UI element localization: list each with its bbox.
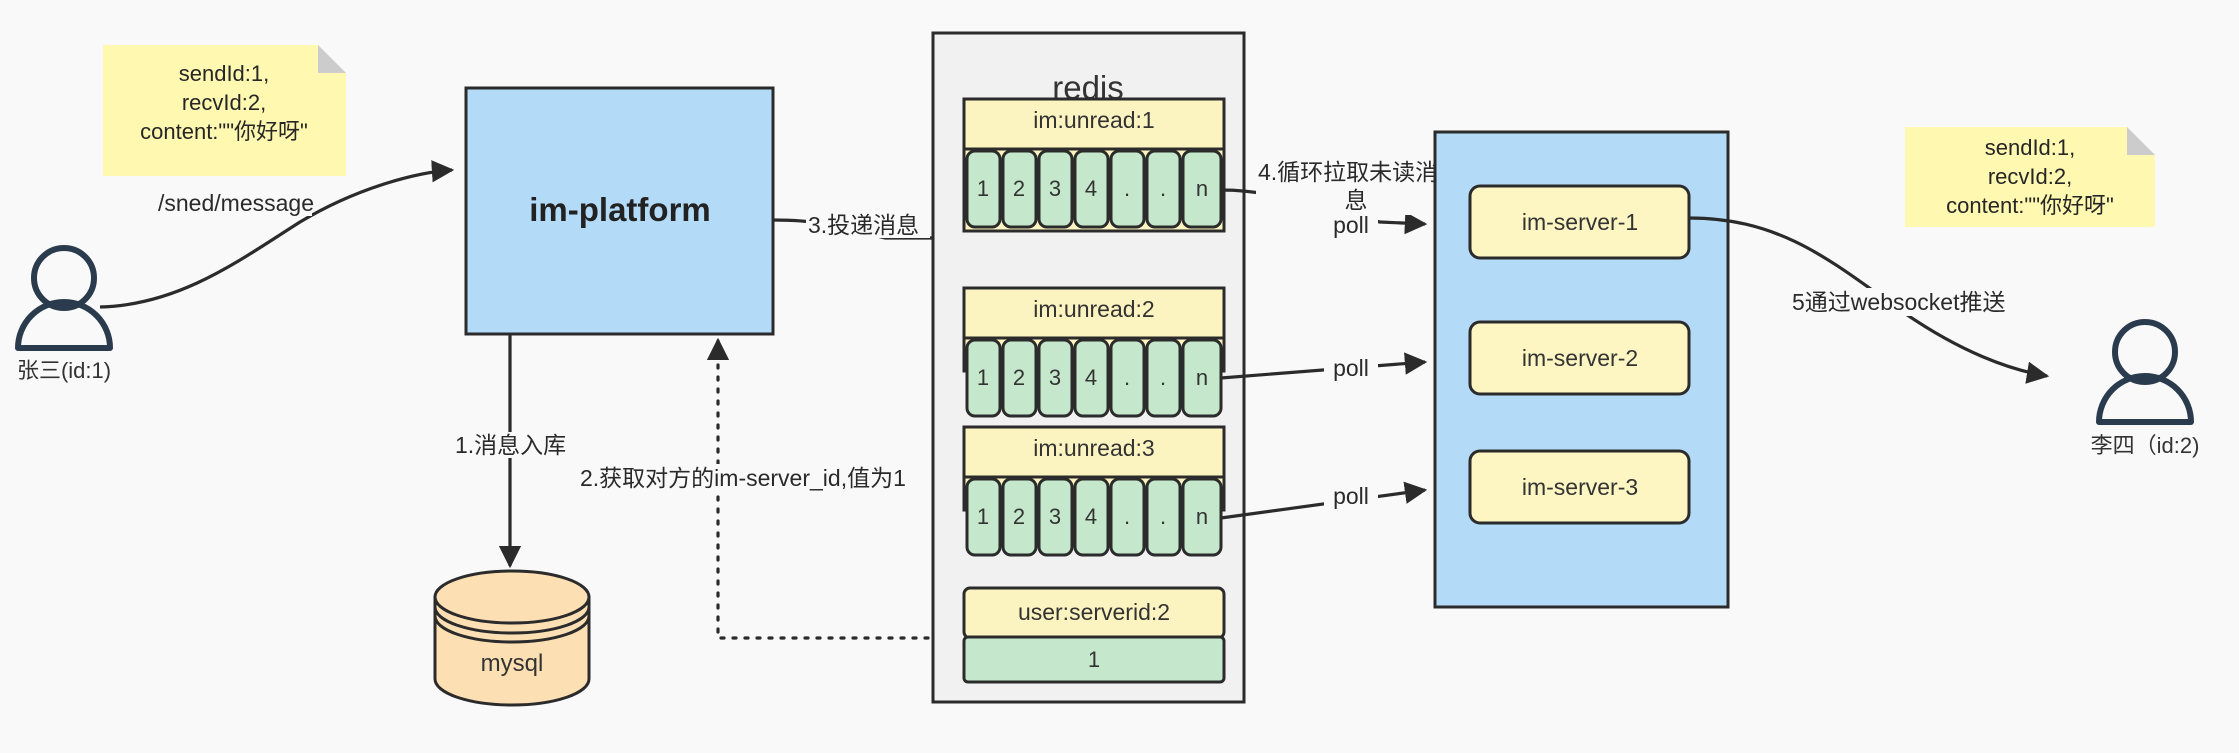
list-cell: 3 bbox=[1049, 176, 1061, 201]
receiver-person-icon bbox=[2096, 319, 2194, 425]
edge-label-bg bbox=[806, 212, 930, 238]
edge-label-poll-1: poll bbox=[1333, 212, 1369, 238]
mysql-database-node[interactable]: mysql bbox=[433, 569, 591, 707]
note-line-1: sendId:1, bbox=[1985, 135, 2076, 160]
list-cell: 1 bbox=[977, 176, 989, 201]
redis-container: redis im:unread:1 im:unread:1 1 2 3 4 . … bbox=[931, 31, 1246, 704]
edge-label-bg bbox=[1256, 159, 1456, 215]
list-cell: n bbox=[1196, 365, 1208, 390]
edge-label-step5: 5通过websocket推送 bbox=[1792, 289, 2005, 315]
redis-list-cells: 1 2 3 4 . . n bbox=[965, 477, 1223, 557]
note-line-3: content:""你好呀" bbox=[140, 119, 308, 144]
list-cell: n bbox=[1196, 176, 1208, 201]
im-server-label: im-server-2 bbox=[1522, 345, 1638, 371]
list-cell: 3 bbox=[1049, 365, 1061, 390]
edge-label-poll-2: poll bbox=[1333, 355, 1369, 381]
list-cell: 2 bbox=[1013, 176, 1025, 201]
list-cell: . bbox=[1160, 176, 1166, 201]
redis-key-label-top: im:unread:1 bbox=[1033, 107, 1154, 133]
list-cell: n bbox=[1196, 504, 1208, 529]
edge-label-bg bbox=[1324, 483, 1378, 509]
list-cell: . bbox=[1124, 176, 1130, 201]
list-cell: 2 bbox=[1013, 365, 1025, 390]
list-cell: . bbox=[1160, 365, 1166, 390]
edge-label-step1: 1.消息入库 bbox=[455, 432, 566, 458]
im-server-1-node[interactable]: im-server-1 bbox=[1468, 184, 1691, 260]
list-cell: . bbox=[1124, 365, 1130, 390]
note-line-1: sendId:1, bbox=[179, 61, 270, 86]
im-platform-node[interactable]: im-platform bbox=[464, 86, 775, 336]
note-line-2: recvId:2, bbox=[1988, 164, 2072, 189]
edge-label-bg bbox=[160, 190, 312, 216]
sender-label: 张三(id:1) bbox=[17, 358, 111, 383]
edge-label-bg bbox=[452, 432, 574, 458]
left-payload-note: sendId:1, recvId:2, content:""你好呀" bbox=[103, 45, 346, 176]
im-server-3-node[interactable]: im-server-3 bbox=[1468, 449, 1691, 525]
edge-label-step4-line2: 息 bbox=[1345, 187, 1368, 213]
note-line-3: content:""你好呀" bbox=[1946, 193, 2114, 218]
edge-poll-2 bbox=[1220, 352, 1428, 380]
edge-label-step3: 3.投递消息 bbox=[808, 212, 919, 238]
redis-kv-key: user:serverid:2 bbox=[1018, 599, 1170, 625]
redis-list-im-unread-3[interactable]: im:unread:3 1 2 3 4 . . n bbox=[962, 425, 1226, 557]
redis-list-cells: 1 2 3 4 . . n bbox=[965, 149, 1223, 229]
edge-label-bg bbox=[1324, 355, 1378, 381]
list-cell: . bbox=[1124, 504, 1130, 529]
edge-label-step4-line1: 4.循环拉取未读消 bbox=[1258, 159, 1438, 185]
edge-label-step2: 2.获取对方的im-server_id,值为1 bbox=[580, 465, 906, 491]
receiver-label: 李四（id:2) bbox=[2091, 433, 2200, 458]
redis-list-cells: 1 2 3 4 . . n bbox=[965, 338, 1223, 418]
redis-kv-user-serverid[interactable]: user:serverid:2 1 bbox=[962, 586, 1226, 684]
redis-key-label: im:unread:3 bbox=[1033, 435, 1154, 461]
list-cell: . bbox=[1160, 504, 1166, 529]
im-server-cluster: im-server-1 im-server-2 im-server-3 bbox=[1433, 130, 1730, 609]
edge-label-poll-3: poll bbox=[1333, 483, 1369, 509]
edge-send-message bbox=[99, 160, 455, 309]
edge-poll-3 bbox=[1220, 481, 1428, 520]
list-cell: 1 bbox=[977, 365, 989, 390]
redis-key-label: im:unread:2 bbox=[1033, 296, 1154, 322]
redis-kv-value: 1 bbox=[1088, 647, 1100, 672]
list-cell: 4 bbox=[1085, 176, 1097, 201]
sender-person-icon bbox=[15, 245, 113, 351]
edge-label-bg bbox=[1324, 212, 1378, 238]
redis-list-im-unread-2[interactable]: im:unread:2 1 2 3 4 . . n bbox=[962, 286, 1226, 418]
list-cell: 2 bbox=[1013, 504, 1025, 529]
mysql-label: mysql bbox=[481, 650, 544, 677]
edge-label-send-message: /sned/message bbox=[158, 190, 314, 216]
right-payload-note: sendId:1, recvId:2, content:""你好呀" bbox=[1905, 127, 2155, 227]
edge-label-bg bbox=[1790, 288, 2028, 316]
edge-fetch-serverid bbox=[706, 337, 966, 640]
list-cell: 1 bbox=[977, 504, 989, 529]
im-platform-label: im-platform bbox=[529, 191, 711, 228]
list-cell: 4 bbox=[1085, 365, 1097, 390]
im-server-label: im-server-3 bbox=[1522, 474, 1638, 500]
im-server-2-node[interactable]: im-server-2 bbox=[1468, 320, 1691, 396]
list-cell: 3 bbox=[1049, 504, 1061, 529]
note-line-2: recvId:2, bbox=[182, 90, 266, 115]
list-cell: 4 bbox=[1085, 504, 1097, 529]
im-server-label: im-server-1 bbox=[1522, 209, 1638, 235]
redis-list-im-unread-1[interactable]: im:unread:1 im:unread:1 1 2 3 4 . . n bbox=[962, 97, 1226, 233]
